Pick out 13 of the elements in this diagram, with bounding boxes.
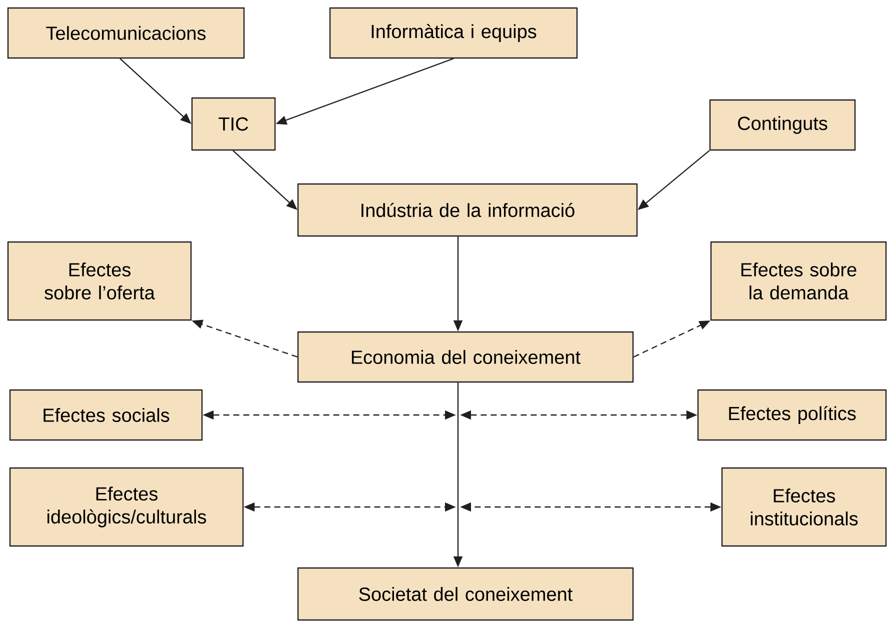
- process-box: Continguts: [709, 99, 856, 151]
- process-box: Societat del coneixement: [297, 567, 634, 621]
- process-box: Efectes sobre l’oferta: [7, 241, 192, 321]
- process-box: TIC: [191, 97, 276, 151]
- process-box: Efectes socials: [9, 389, 203, 441]
- process-box: Indústria de la informació: [297, 183, 638, 237]
- process-box: Economia del coneixement: [297, 331, 634, 383]
- process-box: Informàtica i equips: [329, 7, 578, 59]
- process-box: Efectes institucionals: [721, 467, 887, 547]
- process-box: Efectes sobre la demanda: [710, 241, 887, 321]
- process-box: Efectes ideològics/culturals: [9, 467, 244, 547]
- process-box: Telecomunicacions: [7, 7, 245, 59]
- process-box: Efectes polítics: [697, 389, 887, 441]
